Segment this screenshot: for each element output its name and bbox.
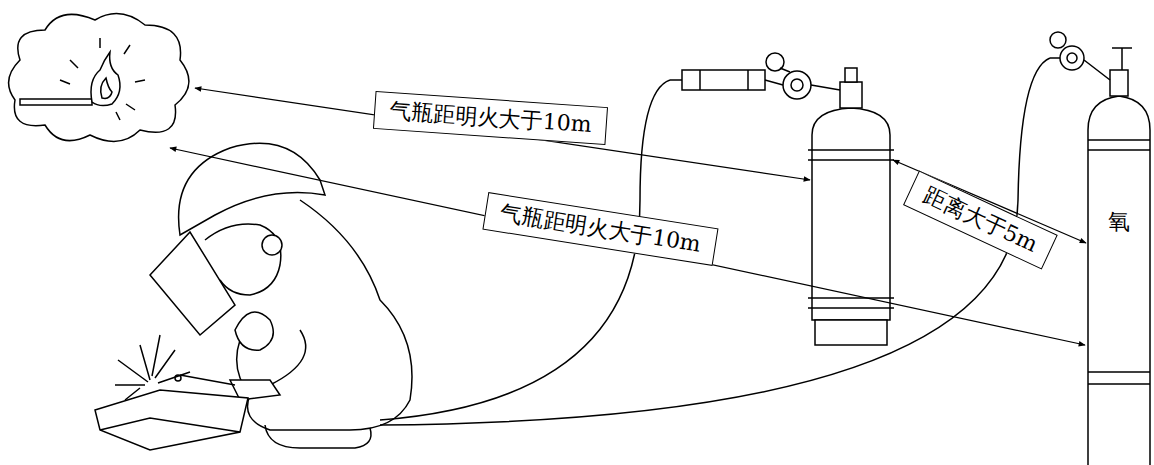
welder-figure-part (262, 235, 282, 255)
workpiece-part (175, 375, 181, 381)
label-box: 气瓶距明火大于10m (372, 91, 607, 145)
acetylene-cylinder-part (791, 79, 803, 91)
flame-cloud-part (9, 14, 189, 142)
workpiece (95, 335, 248, 450)
oxygen-cylinder-part (1050, 32, 1066, 48)
workpiece-part (100, 418, 240, 432)
acetylene-cylinder-part (682, 70, 765, 90)
oxygen-cylinder-part (1088, 140, 1150, 384)
acetylene-cylinder-part (783, 71, 811, 99)
oxygen-cylinder-part (1110, 70, 1128, 96)
welder-figure-part (265, 425, 371, 448)
welder-figure-part (179, 143, 325, 235)
oxygen-cylinder-part (1088, 96, 1150, 465)
acetylene-cylinder-part (808, 150, 894, 308)
acetylene-cylinder (670, 53, 894, 345)
label-box: 距离大于5m (903, 170, 1057, 269)
oxygen-cylinder-part (1060, 46, 1084, 70)
acetylene-cylinder-part (670, 70, 748, 90)
oxygen-cylinder-part (1050, 58, 1110, 80)
hoses (380, 58, 1050, 425)
cylinder-label: 氧 (1108, 208, 1130, 236)
welder-figure-part (235, 312, 273, 350)
oxygen-cylinder (1050, 32, 1150, 465)
flame-cloud-part (60, 38, 145, 120)
welder-figure-part (180, 375, 235, 385)
workpiece-part (115, 335, 190, 400)
oxygen-cylinder-part (1112, 48, 1132, 70)
distance-arrows-part (195, 88, 810, 180)
workpiece-part (95, 390, 248, 450)
acetylene-cylinder-part (845, 68, 857, 82)
oxygen-cylinder-part (1067, 53, 1077, 63)
acetylene-cylinder-part (815, 320, 887, 345)
hoses-part (380, 58, 1050, 425)
acetylene-cylinder-part (840, 82, 862, 108)
flame-cloud-part (101, 78, 112, 98)
flame-cloud-part (20, 99, 92, 105)
flame-cloud-part (91, 52, 120, 106)
welder-figure-part (270, 330, 306, 385)
acetylene-cylinder-part (765, 68, 840, 90)
flame-cloud (9, 14, 189, 142)
distance-arrows (170, 88, 1086, 345)
distance-text: 气瓶距明火大于10m (498, 199, 703, 258)
distance-text: 气瓶距明火大于10m (388, 97, 592, 139)
distance-arrows-part (170, 148, 1085, 345)
label-box: 气瓶距明火大于10m (482, 192, 718, 265)
distance-text: 距离大于5m (918, 181, 1041, 258)
